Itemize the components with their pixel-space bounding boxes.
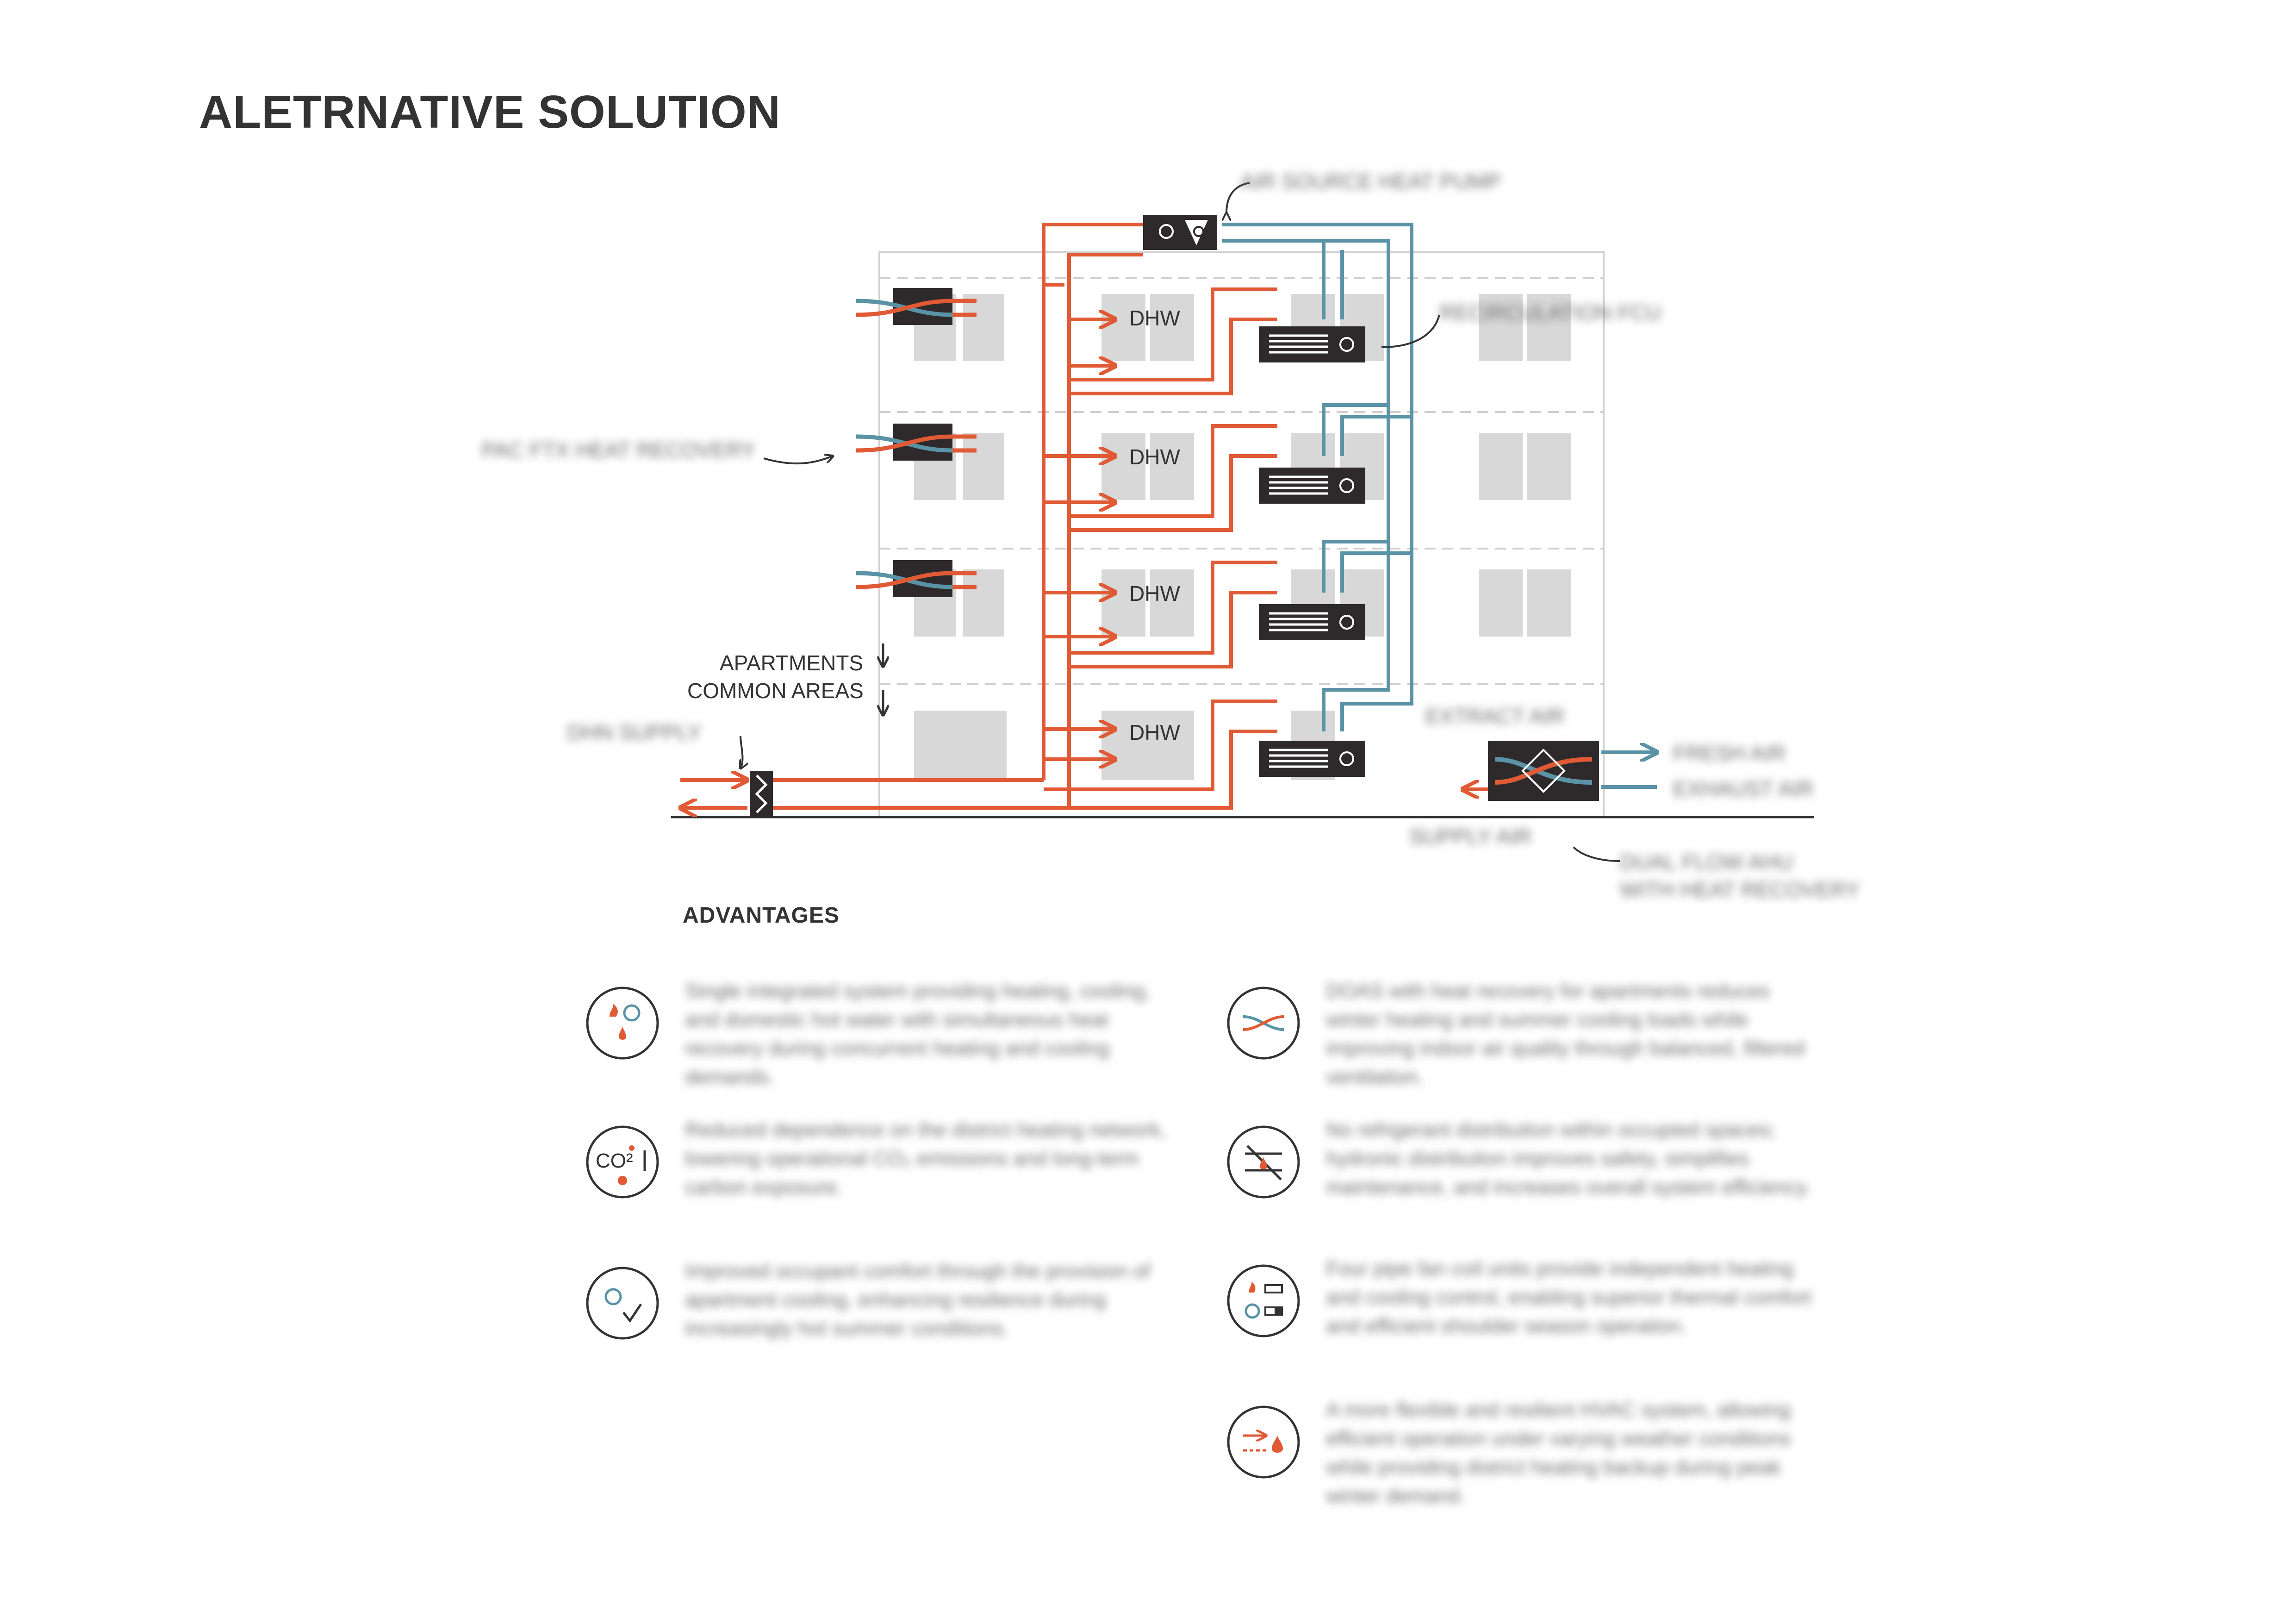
extract-air-label: EXTRACT AIR xyxy=(1425,704,1565,728)
advantage-text: Reduced dependence on the district heati… xyxy=(685,1118,1166,1199)
dhn-heat-exchanger xyxy=(750,771,773,817)
advantage-text: Four pipe fan coil units provide indepen… xyxy=(1326,1257,1812,1337)
ftx-unit xyxy=(856,288,977,325)
common-areas-label: COMMON AREAS xyxy=(687,679,864,703)
fcu-unit xyxy=(1259,604,1365,640)
heat-recovery-icon xyxy=(1227,987,1300,1060)
flexible-system-icon xyxy=(1227,1405,1300,1479)
dual-flow-ahu-label: DUAL FLOW AHU xyxy=(1620,850,1793,874)
air-source-heat-pump xyxy=(1143,215,1217,250)
advantage-text: A more flexible and resilient HVAC syste… xyxy=(1326,1399,1791,1507)
dhn-supply-label: DHN SUPPLY xyxy=(567,720,702,744)
advantage-text: DOAS with heat recovery for apartments r… xyxy=(1326,980,1805,1088)
air-source-heat-pump-label: AIR SOURCE HEAT PUMP xyxy=(1240,169,1501,194)
dhw-label: DHW xyxy=(1129,581,1180,606)
comfort-cooling-icon xyxy=(586,1267,659,1340)
dual-flow-ahu xyxy=(1462,741,1599,801)
advantages-heading: ADVANTAGES xyxy=(683,903,840,928)
exhaust-air-label: EXHAUST AIR xyxy=(1673,777,1814,801)
four-pipe-control-icon xyxy=(1227,1264,1300,1337)
heat-cool-cycle-icon xyxy=(586,987,659,1060)
fcu-unit xyxy=(1259,741,1365,777)
building-windows xyxy=(914,294,1571,780)
fcu-unit xyxy=(1259,326,1365,362)
dhw-label: DHW xyxy=(1129,720,1180,744)
fcu-unit xyxy=(1259,468,1365,504)
dhw-label: DHW xyxy=(1129,306,1180,330)
ftx-unit xyxy=(856,424,977,461)
advantage-text: Single integrated system providing heati… xyxy=(685,980,1151,1088)
callout-arrows xyxy=(740,182,1620,862)
co2-reduction-icon: CO² xyxy=(586,1125,659,1199)
advantage-text: Improved occupant comfort through the pr… xyxy=(685,1260,1151,1340)
pac-ftx-label: PAC FTX HEAT RECOVERY xyxy=(481,438,756,462)
recirculation-fcu-label: RECIRCULATION FCU xyxy=(1439,300,1661,325)
fresh-air-label: FRESH AIR xyxy=(1673,741,1786,765)
advantage-text: No refrigerant distribution within occup… xyxy=(1326,1118,1811,1199)
no-refrigerant-icon xyxy=(1227,1125,1300,1199)
svg-text:CO²: CO² xyxy=(596,1149,633,1172)
cold-water-pipes xyxy=(1222,223,1657,789)
supply-air-label: SUPPLY AIR xyxy=(1409,824,1532,849)
hot-water-pipes xyxy=(680,223,1277,808)
apartments-label: APARTMENTS xyxy=(720,651,864,675)
dhw-label: DHW xyxy=(1129,445,1180,469)
ftx-unit xyxy=(856,560,977,597)
page-title: ALETRNATIVE SOLUTION xyxy=(199,86,781,138)
dual-flow-ahu-label-2: WITH HEAT RECOVERY xyxy=(1620,878,1860,902)
